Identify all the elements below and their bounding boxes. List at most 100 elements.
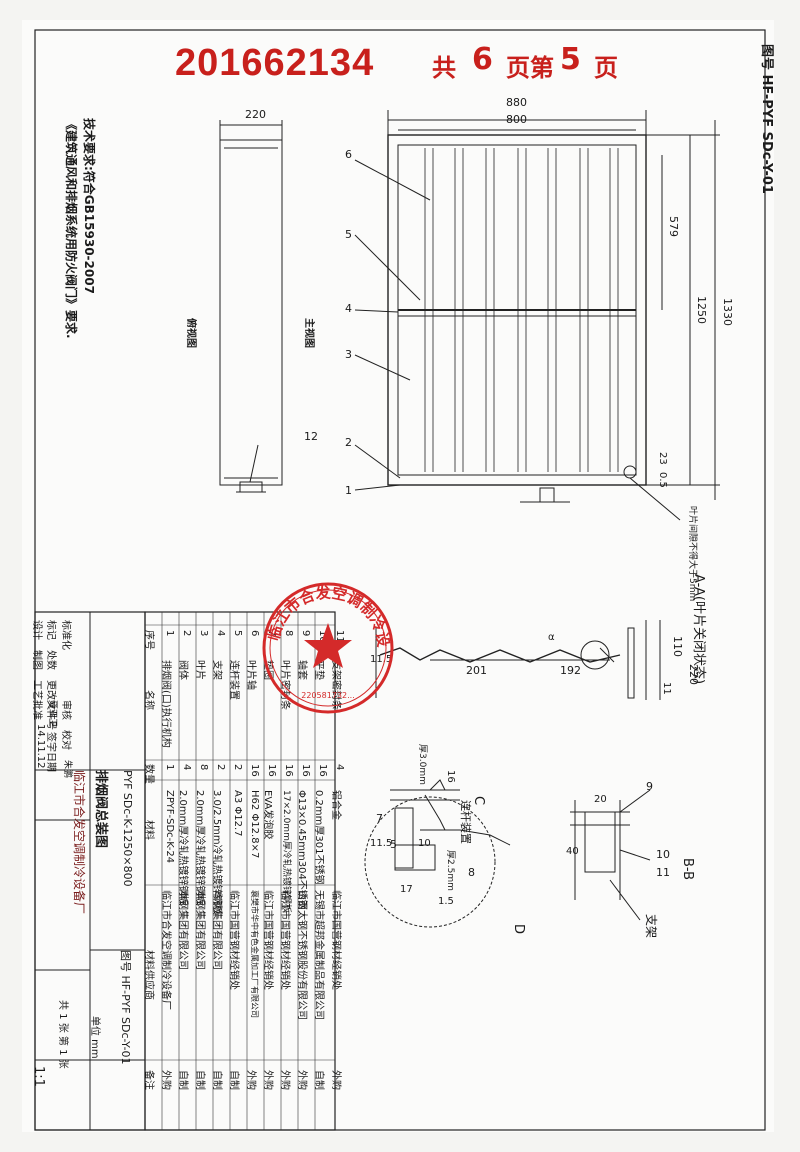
main-view-label: 主视图 (303, 318, 314, 348)
bom-no: 4 (215, 630, 226, 637)
balloon-3: 3 (345, 348, 352, 361)
bom-note: 外购 (160, 1070, 171, 1090)
role-label: 设计 (31, 620, 42, 640)
bom-material: 2.0mm厚冷轧热镀锌钢板 (177, 790, 188, 906)
title-block-unit: 单位 mm (89, 1016, 100, 1059)
dim-220: 220 (245, 108, 266, 121)
bom-material: ZPYF-SDc-K-24 (164, 790, 175, 864)
bom-material: 0.2mm厚301不锈钢 (313, 790, 324, 885)
seal-code: 220581732... (301, 691, 354, 700)
signer-name: 朱鹏 (62, 760, 72, 779)
bom-table (144, 611, 336, 1131)
dim-1-5: 1.5 (438, 896, 454, 907)
dim-110: 110 (671, 636, 684, 657)
dim-23: 23 (657, 452, 668, 465)
dim-579: 579 (667, 216, 680, 237)
role-label: 批准 (31, 700, 42, 720)
bom-no: 1 (164, 630, 175, 637)
side-view-outline (219, 139, 283, 486)
role-label: 处数 (45, 650, 56, 670)
document-number: 201662134 (175, 42, 375, 84)
balloon-1: 1 (345, 484, 352, 497)
title-block-company: 临江市合发空调制冷设备厂 (72, 770, 86, 915)
side-view-label: 俯视图 (185, 318, 196, 348)
role-label: 校对 (60, 730, 71, 750)
bom-note: 自制 (313, 1070, 324, 1090)
bom-supplier: 本钢集团有限公司 (211, 890, 222, 970)
dim-16: 16 (445, 770, 456, 783)
bom-supplier: 临江市国营钢材经销处 (228, 890, 239, 990)
link-label: 连杆装置 (459, 800, 472, 844)
bom-material: A3 Φ12.7 (232, 790, 243, 837)
bom-header-qty: 数量 (143, 764, 154, 784)
bom-material: H62 Φ12.8×7 (249, 790, 260, 859)
bom-qty: 1 (164, 764, 175, 771)
bom-qty: 16 (317, 764, 328, 777)
bom-note: 自制 (177, 1070, 188, 1090)
thickness-label-2: 厚2.5mm (445, 850, 455, 891)
bom-qty: 2 (215, 764, 226, 771)
bom-header-material: 材料 (143, 820, 154, 840)
role-label: 制图 (31, 650, 42, 670)
bom-note: 外购 (245, 1070, 256, 1090)
balloon-8: 8 (468, 866, 475, 879)
bom-supplier: 临江市合发空调制冷设备厂 (160, 890, 171, 1010)
bom-supplier: 临江市国营钢材经销处 (279, 890, 290, 990)
bom-supplier: 山西太钢不锈钢股份有限公司 (296, 890, 307, 1020)
balloon-2: 2 (345, 436, 352, 449)
bom-material: 铝合金 (330, 790, 341, 820)
role-label: 签字 (45, 732, 56, 752)
title-block-model: PYF SDc-K-1250×800 (121, 770, 134, 887)
bom-header-supplier: 材料供应商 (143, 950, 154, 1000)
bom-supplier: 临江市国营钢材经销处 (262, 890, 273, 990)
thickness-label-1: 厚3.0mm (417, 744, 427, 785)
bom-note: 外购 (330, 1070, 341, 1090)
bom-qty: 4 (334, 764, 345, 771)
role-label: 审核 (60, 700, 71, 720)
company-seal: 临江市合发空调制冷设备厂 220581732... (258, 578, 394, 714)
balloon-10: 10 (656, 848, 670, 861)
page-text-3: 页 (594, 54, 618, 82)
bom-qty: 16 (283, 764, 294, 777)
sheet-border (34, 29, 766, 1131)
bom-supplier: 襄樊市华中有色金属加工厂有限公司 (250, 890, 259, 1018)
bom-grid (145, 612, 335, 1130)
bracket-label: 支架 (644, 914, 658, 939)
title-block-title: 排烟阀总装图 (93, 770, 108, 849)
dim-17: 17 (400, 884, 413, 895)
title-block-drawing-no: 图号 HF-PYF SDc-Y-01 (119, 950, 132, 1065)
dim-10: 10 (418, 838, 431, 849)
balloon-9: 9 (646, 780, 653, 793)
balloon-11: 11 (656, 866, 670, 879)
bom-qty: 16 (300, 764, 311, 777)
balloon-5: 5 (345, 228, 352, 241)
balloon-7: 7 (376, 812, 383, 825)
dim-1250: 1250 (695, 296, 708, 324)
bom-name: 连杆装置 (228, 660, 239, 700)
dim-11: 11 (661, 682, 672, 695)
bom-note: 自制 (194, 1070, 205, 1090)
dim-11-5-d: 11.5 (370, 838, 393, 849)
role-label: 工艺 (31, 680, 42, 700)
bom-supplier: 临江市国营钢材经销处 (330, 890, 341, 990)
bom-note: 外购 (279, 1070, 290, 1090)
bom-note: 外购 (262, 1070, 273, 1090)
title-block-sheet: 共 1 张 第 1 张 (57, 1000, 68, 1069)
bom-name: 叶片 (194, 660, 205, 680)
page-total: 6 (472, 42, 493, 77)
gap-note: 叶片间隙不得大于5mm (687, 506, 697, 602)
bom-qty: 2 (232, 764, 243, 771)
section-aa-frame (627, 627, 635, 699)
bom-no: 3 (198, 630, 209, 637)
bom-note: 自制 (228, 1070, 239, 1090)
role-label: 标记 (45, 620, 56, 640)
bom-no: 5 (232, 630, 243, 637)
bom-supplier: 无锡市超邦金属制品有限公司 (313, 890, 324, 1020)
dim-20: 20 (594, 794, 607, 805)
signer-name: 聂亚卫 (47, 700, 57, 728)
section-bb-label: B-B (680, 858, 695, 881)
bom-qty: 8 (198, 764, 209, 771)
page-text-2: 页第 (506, 54, 554, 82)
bom-name: 排烟阀(口)执行机构 (160, 660, 171, 748)
